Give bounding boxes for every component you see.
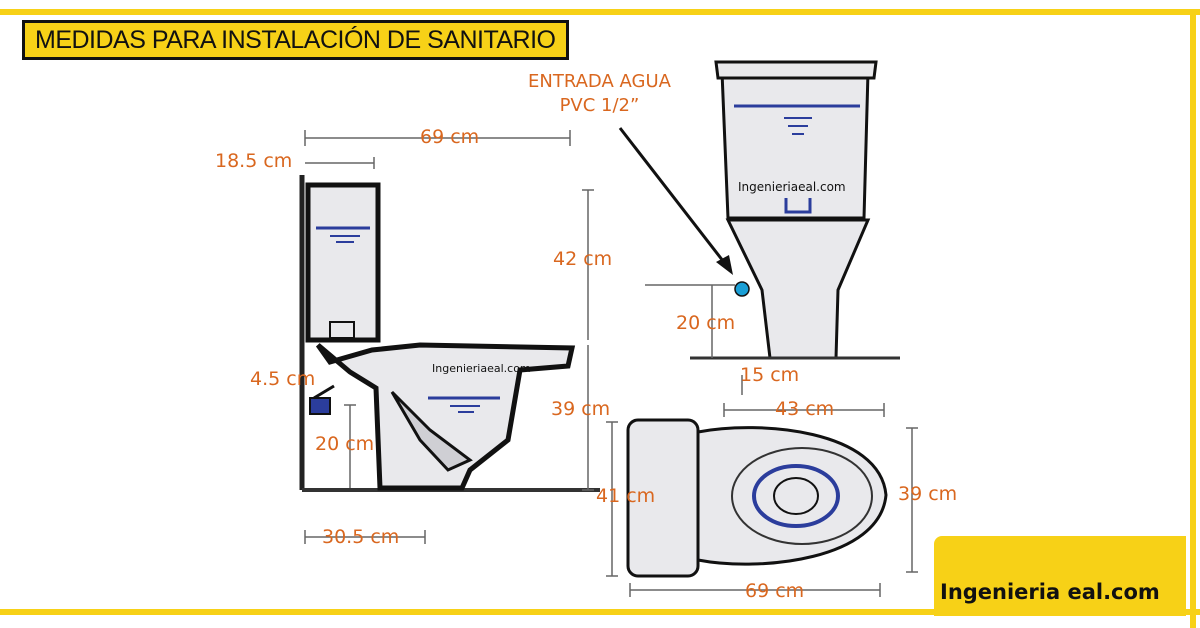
dim-top-length: 69 cm (745, 580, 805, 602)
dim-inlet-height-front: 20 cm (676, 312, 736, 334)
dim-tank-height: 42 cm (553, 248, 613, 270)
dim-total-depth-side: 69 cm (420, 126, 480, 148)
title-box: MEDIDAS PARA INSTALACIÓN DE SANITARIO (22, 20, 569, 60)
front-view (690, 60, 900, 360)
dim-top-width-left: 41 cm (596, 485, 656, 507)
dim-inlet-height-side: 20 cm (315, 433, 375, 455)
dim-inlet-offset-front: 15 cm (740, 364, 800, 386)
top-view (626, 418, 888, 578)
water-inlet-dot (734, 281, 750, 297)
side-view (299, 175, 600, 492)
tank-front (720, 70, 870, 220)
watermark-side: Ingenieriaeal.com (432, 362, 531, 375)
inlet-note-line2: PVC 1/2” (559, 95, 640, 117)
dim-bowl-height: 39 cm (551, 398, 611, 420)
bowl-top (696, 426, 888, 566)
bowl-side (315, 342, 576, 491)
page-title: MEDIDAS PARA INSTALACIÓN DE SANITARIO (35, 25, 556, 54)
brand-logo: Ingenieria eal.com (940, 580, 1160, 604)
dim-tank-depth: 18.5 cm (215, 150, 293, 172)
inlet-pointer-arrow (618, 127, 732, 271)
dim-front-width: 43 cm (775, 398, 835, 420)
watermark-front: Ingenieriaeal.com (738, 180, 846, 194)
inlet-note: ENTRADA AGUA PVC 1/2” (528, 70, 671, 119)
dim-inlet-to-wall: 4.5 cm (250, 368, 316, 390)
inlet-note-line1: ENTRADA AGUA (528, 71, 671, 92)
dim-top-width-right: 39 cm (898, 483, 958, 505)
brand-box (934, 536, 1186, 616)
tank-side (305, 182, 381, 343)
dim-drain-to-wall: 30.5 cm (322, 526, 400, 548)
dimension-lines (304, 130, 918, 597)
